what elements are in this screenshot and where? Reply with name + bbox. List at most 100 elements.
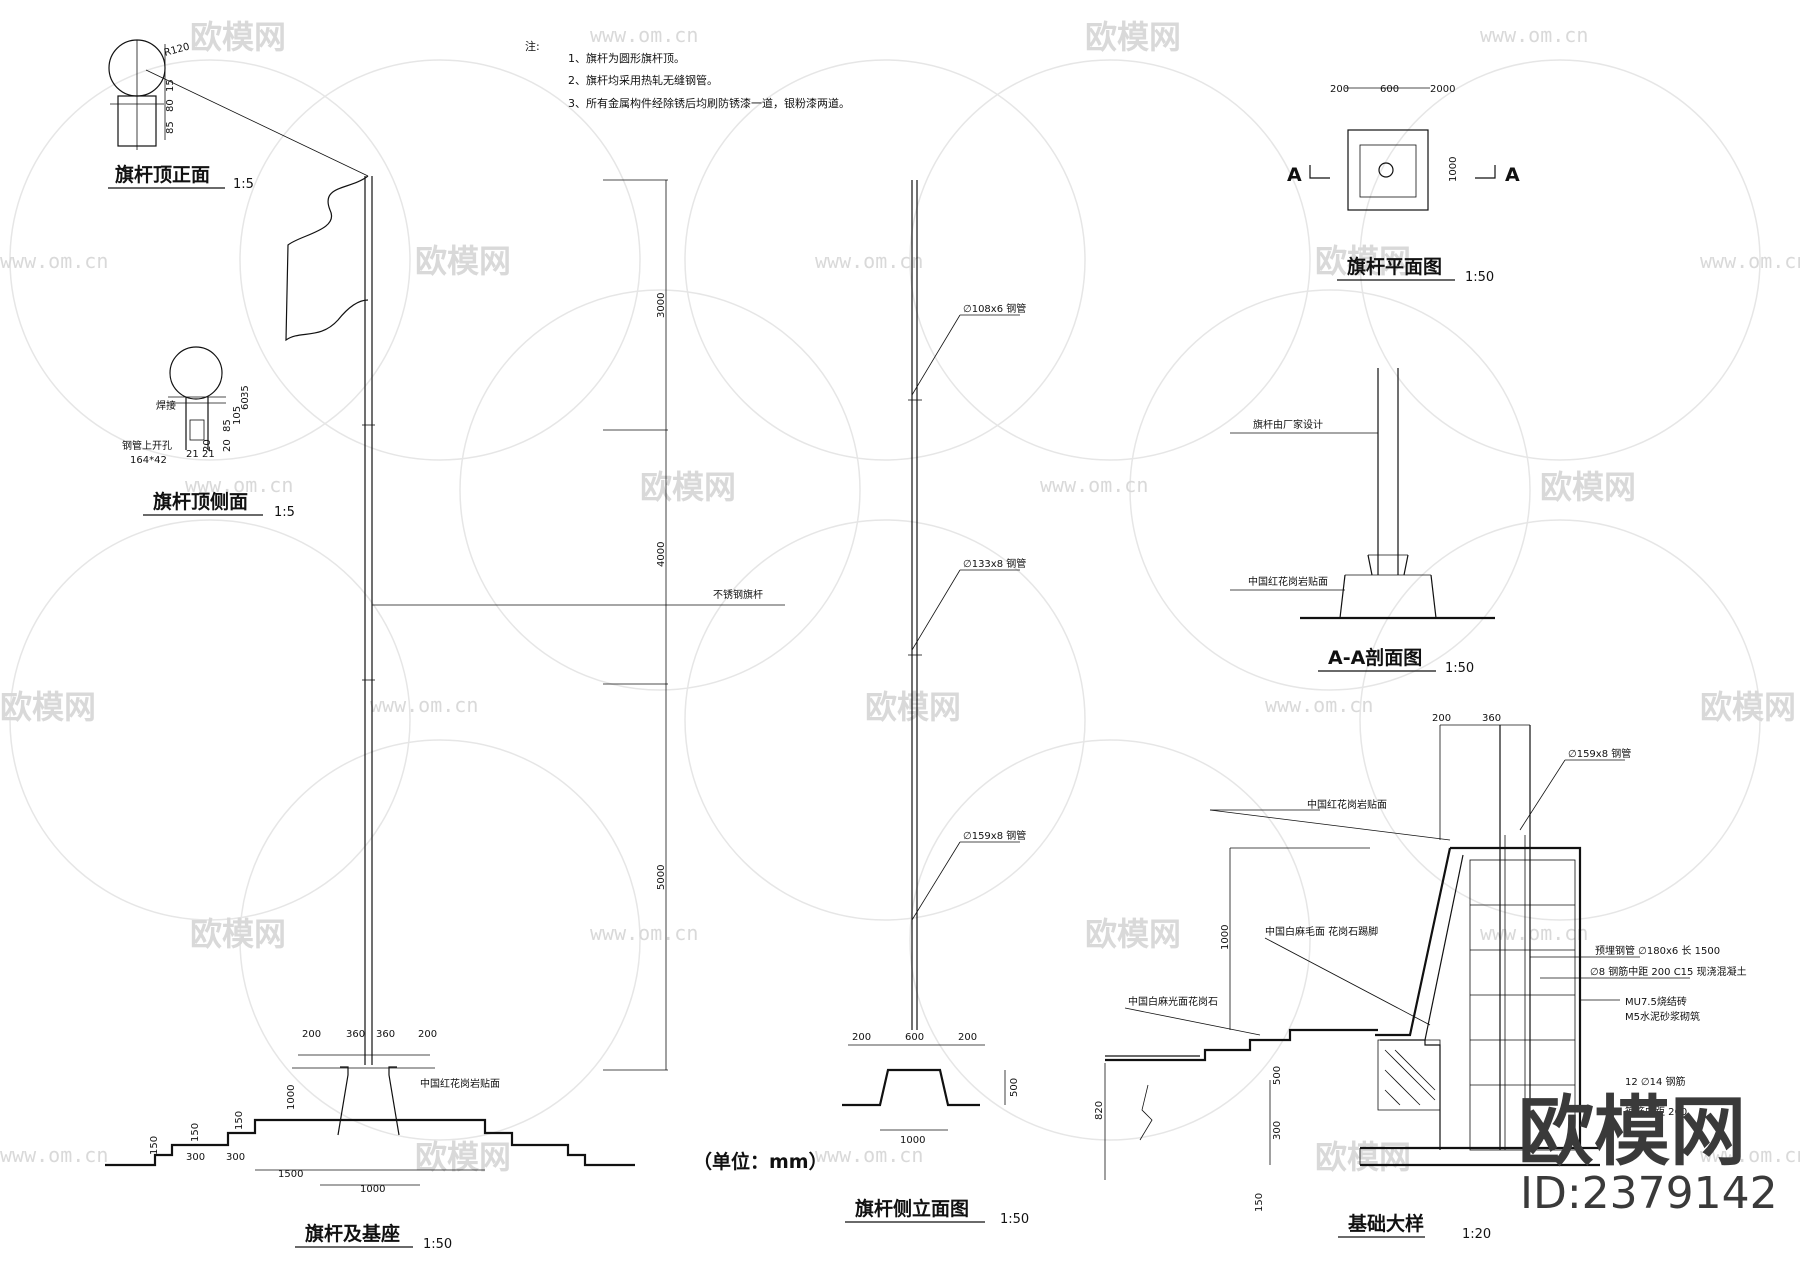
view-pole-base: 不锈钢旗杆 3000 4000 5000 200 360 360 200 中国红… — [105, 69, 828, 1252]
dim-label: 820 — [1094, 1101, 1105, 1120]
label-note: 12 ∅14 钢筋 — [1625, 1075, 1686, 1088]
view-scale: 1:20 — [1462, 1227, 1491, 1242]
view-scale: 1:5 — [233, 177, 254, 192]
dim-step: 150 — [149, 1136, 160, 1155]
watermark-brand: 欧模网 — [1085, 915, 1181, 953]
label-note: ∅159x8 钢管 — [1568, 747, 1631, 760]
view-title: 旗杆侧立面图 — [855, 1197, 969, 1220]
label-note: 箍筋中距 200 — [1625, 1105, 1687, 1118]
watermark-circles — [9, 59, 1761, 1141]
label-pipe: ∅159x8 钢管 — [963, 829, 1026, 842]
dim-top: 600 — [905, 1032, 924, 1043]
watermark-url: www.om.cn — [0, 1143, 108, 1167]
watermark-url: www.om.cn — [185, 473, 293, 497]
label-note: M5水泥砂浆砌筑 — [1625, 1010, 1700, 1023]
watermark-url: www.om.cn — [1700, 249, 1800, 273]
view-scale: 1:50 — [423, 1237, 452, 1252]
watermark-url: www.om.cn — [815, 1143, 923, 1167]
brand-name: 欧模网 — [1518, 1087, 1746, 1176]
dim-top: 200 — [852, 1032, 871, 1043]
view-section: 旗杆由厂家设计 中国红花岗岩贴面 A-A剖面图 1:50 — [1230, 368, 1495, 676]
dim-step: 150 — [190, 1123, 201, 1142]
view-scale: 1:5 — [274, 505, 295, 520]
label-note: 中国红花岗岩贴面 — [1307, 798, 1387, 811]
label-note: MU7.5烧结砖 — [1625, 995, 1687, 1008]
watermark-url: www.om.cn — [1265, 693, 1373, 717]
dim-label: 20 — [222, 439, 233, 452]
dim-label: 360 — [1482, 713, 1501, 724]
dim-label: 60 — [240, 397, 251, 410]
dim-label: 1000 — [1448, 157, 1459, 182]
view-side-elev: ∅108x6 钢管 ∅133x8 钢管 ∅159x8 钢管 200 600 20… — [842, 180, 1029, 1227]
watermark-url: www.om.cn — [815, 249, 923, 273]
view-title: 旗杆及基座 — [305, 1222, 400, 1245]
dim-label: 105 — [232, 406, 243, 425]
view-title: 旗杆平面图 — [1347, 255, 1442, 278]
watermark-brand: 欧模网 — [1315, 242, 1411, 280]
watermark-url: www.om.cn — [1700, 1143, 1800, 1167]
view-title: A-A剖面图 — [1328, 646, 1422, 669]
watermark-url: www.om.cn — [370, 693, 478, 717]
label-note: ∅8 钢筋中距 200 C15 现浇混凝土 — [1590, 965, 1747, 978]
view-title: 基础大样 — [1347, 1212, 1424, 1235]
dim-top: 200 — [958, 1032, 977, 1043]
dim-label: 600 — [1380, 84, 1399, 95]
dim-height: 5000 — [656, 865, 667, 890]
watermark-brand: 欧模网 — [1700, 688, 1796, 726]
view-title: 旗杆顶侧面 — [153, 490, 248, 513]
label-pipe: ∅133x8 钢管 — [963, 557, 1026, 570]
dim-label: R120 — [163, 42, 191, 59]
dim-top: 200 — [302, 1029, 321, 1040]
brand-mark: 欧模网 ID:2379142 — [1518, 1087, 1778, 1219]
label-granite: 中国红花岗岩贴面 — [420, 1077, 500, 1090]
dim-label: 35 — [240, 385, 251, 398]
label-pole: 不锈钢旗杆 — [713, 588, 763, 601]
dim-label: 200 — [1432, 713, 1451, 724]
notes-heading: 注: — [525, 39, 540, 53]
watermark-brand: 欧模网 — [415, 242, 511, 280]
label-note: 旗杆由厂家设计 — [1253, 418, 1323, 431]
dim-label: 500 — [1272, 1066, 1283, 1085]
note-item: 2、旗杆均采用热轧无缝钢管。 — [568, 73, 718, 87]
label-pipe: ∅108x6 钢管 — [963, 302, 1026, 315]
label-note: 中国红花岗岩贴面 — [1248, 575, 1328, 588]
note-item: 1、旗杆为圆形旗杆顶。 — [568, 51, 685, 65]
label-note: 中国白麻毛面 花岗石踢脚 — [1265, 925, 1378, 938]
dim-label: 85 — [165, 121, 176, 134]
dim-label: 200 — [1330, 84, 1349, 95]
watermark-brand: 欧模网 — [0, 688, 96, 726]
dim-top: 360 — [346, 1029, 365, 1040]
dim-bottom: 1000 — [900, 1135, 925, 1146]
label-hole: 钢管上开孔 — [122, 439, 172, 452]
unit-note: （单位：mm） — [693, 1150, 828, 1173]
watermark-url: www.om.cn — [590, 921, 698, 945]
dim-label: 2000 — [1430, 84, 1455, 95]
section-mark: A — [1287, 164, 1302, 186]
section-mark: A — [1505, 164, 1520, 186]
dim-base-height: 1000 — [286, 1085, 297, 1110]
view-scale: 1:50 — [1465, 270, 1494, 285]
view-scale: 1:50 — [1445, 661, 1474, 676]
watermark-url: www.om.cn — [590, 23, 698, 47]
dim-label: 20 — [202, 439, 213, 452]
dim-height: 500 — [1009, 1078, 1020, 1097]
brand-id: ID:2379142 — [1520, 1168, 1778, 1219]
dim-label: 300 — [1272, 1121, 1283, 1140]
watermark-url: www.om.cn — [1480, 921, 1588, 945]
note-item: 3、所有金属构件经除锈后均刷防锈漆一道，银粉漆两道。 — [568, 96, 850, 110]
dim-label: 80 — [165, 99, 176, 112]
dim-label: 21 — [186, 449, 199, 460]
dim-step: 150 — [234, 1111, 245, 1130]
label-note: 中国白麻光面花岗石 — [1128, 995, 1218, 1008]
dim-step: 1000 — [360, 1184, 385, 1195]
view-plan: 200 600 2000 1000 A A 旗杆平面图 1:50 — [1287, 84, 1520, 285]
watermark-brand: 欧模网 — [190, 915, 286, 953]
dim-label: 1000 — [1220, 925, 1231, 950]
view-title: 旗杆顶正面 — [115, 163, 210, 186]
watermark-brand: 欧模网 — [1540, 468, 1636, 506]
dim-label: 85 — [222, 419, 233, 432]
dim-step: 300 — [226, 1152, 245, 1163]
view-top-side: 焊接 钢管上开孔 164*42 60 35 105 85 20 20 21 21… — [122, 346, 295, 520]
